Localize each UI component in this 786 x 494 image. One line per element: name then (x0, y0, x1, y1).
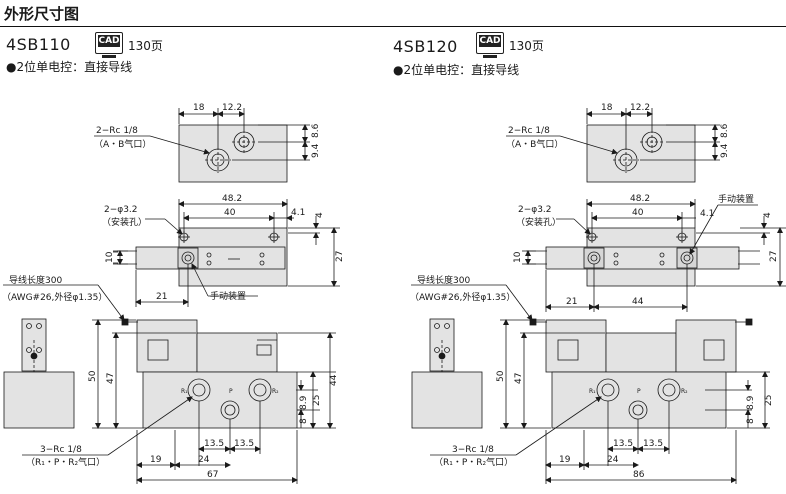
cad-icon[interactable]: CAD (476, 32, 504, 58)
port-label-r1pr2: 3−Rc 1/8 (452, 445, 494, 455)
dim-21: 21 (566, 297, 577, 307)
dim-19: 19 (559, 455, 571, 465)
dim-50: 50 (88, 370, 98, 382)
dim-13-5-left: 13.5 (613, 439, 633, 449)
dim-48-2: 48.2 (222, 194, 242, 204)
port-sub-r1pr2: （R₁・P・R₂气口） (434, 456, 513, 468)
page-title: 外形尺寸图 (4, 5, 80, 23)
port-marker-r2: R₂ (272, 388, 279, 395)
cad-icon-base (483, 55, 497, 58)
dim-4: 4 (315, 212, 325, 218)
port-marker-p: P (637, 388, 641, 395)
port-label-ab: 2−Rc 1/8 (508, 126, 550, 136)
port-marker-r1: R₁ (589, 388, 596, 395)
dim-12-2: 12.2 (630, 103, 650, 113)
dim-8-6: 8.6 (311, 123, 321, 138)
dim-total-width: 67 (207, 470, 218, 480)
dim-10: 10 (105, 251, 115, 263)
mount-hole-sub: （安装孔） (102, 216, 147, 228)
middle-view (113, 199, 340, 307)
port-sub-ab: （A・B气口） (94, 138, 151, 150)
dim-50: 50 (496, 370, 506, 382)
dim-19: 19 (150, 455, 162, 465)
mount-hole-sub: （安装孔） (516, 216, 561, 228)
variant-subtitle: ●2位单电控：直接导线 (6, 60, 133, 74)
dim-total-width: 86 (633, 470, 645, 480)
port-marker-r1: R₁ (181, 388, 188, 395)
dim-4-1: 4.1 (700, 209, 714, 219)
dim-8: 8 (746, 418, 756, 424)
side-view (411, 318, 483, 429)
side-view (3, 318, 75, 429)
port-sub-ab: （A・B气口） (506, 138, 563, 150)
dim-40: 40 (632, 208, 644, 218)
lead-length-label: 导线长度300 (9, 274, 62, 286)
panel-4sb120-drawing (411, 108, 786, 484)
dim-21: 21 (156, 292, 167, 302)
panel-4sb110-labels: 2−Rc 1/8 （A・B气口） 18 12.2 8.6 9.4 48.2 40… (2, 103, 345, 480)
model-name-4sb120: 4SB120 (393, 37, 458, 56)
dim-8-9: 8.9 (746, 395, 756, 410)
dim-13-5-left: 13.5 (204, 439, 224, 449)
dim-4-1: 4.1 (291, 208, 305, 218)
front-view (3, 284, 336, 484)
dim-8: 8 (299, 418, 309, 424)
lead-length-label: 导线长度300 (417, 274, 470, 286)
dim-24: 24 (607, 455, 619, 465)
dim-47: 47 (514, 373, 524, 384)
dim-47: 47 (106, 373, 116, 384)
port-marker-p: P (229, 388, 233, 395)
page-reference[interactable]: 130页 (509, 39, 544, 53)
panel-4sb110-drawing (3, 108, 340, 484)
panel-4sb120-labels: 2−Rc 1/8 （A・B气口） 18 12.2 8.6 9.4 48.2 40… (410, 103, 779, 480)
port-label-ab: 2−Rc 1/8 (96, 126, 138, 136)
port-label-r1pr2: 3−Rc 1/8 (40, 445, 82, 455)
dim-4: 4 (763, 212, 773, 218)
cad-icon-label: CAD (479, 35, 501, 47)
dim-40: 40 (224, 208, 236, 218)
mount-hole-label: 2−φ3.2 (104, 205, 138, 215)
dim-44: 44 (329, 374, 339, 386)
dim-44: 44 (632, 297, 644, 307)
cad-icon-base (102, 55, 116, 58)
dim-13-5-right: 13.5 (234, 439, 254, 449)
dim-12-2: 12.2 (222, 103, 242, 113)
dim-13-5-right: 13.5 (643, 439, 663, 449)
cad-icon-label: CAD (98, 35, 120, 47)
mount-hole-label: 2−φ3.2 (518, 205, 552, 215)
manual-operator-label: 手动装置 (718, 193, 754, 205)
dim-8-6: 8.6 (720, 123, 730, 138)
port-sub-r1pr2: （R₁・P・R₂气口） (26, 456, 105, 468)
dim-27: 27 (335, 251, 345, 262)
dim-25: 25 (312, 395, 322, 406)
top-view (506, 108, 720, 183)
top-view (94, 108, 310, 183)
dim-48-2: 48.2 (630, 194, 650, 204)
dim-9-4: 9.4 (311, 143, 321, 158)
variant-subtitle: ●2位单电控：直接导线 (393, 63, 520, 77)
middle-view (522, 199, 786, 312)
lead-spec-label: （AWG#26,外径φ1.35） (2, 291, 107, 303)
model-name-4sb110: 4SB110 (6, 35, 71, 54)
port-marker-r2: R₂ (681, 388, 688, 395)
dim-27: 27 (769, 251, 779, 262)
front-view (411, 284, 770, 484)
page-header: 外形尺寸图 (0, 0, 786, 27)
dim-18: 18 (193, 103, 205, 113)
page-reference[interactable]: 130页 (128, 39, 163, 53)
dim-25: 25 (764, 395, 774, 406)
dim-10: 10 (513, 251, 523, 263)
manual-operator-label: 手动装置 (210, 290, 246, 302)
dim-18: 18 (601, 103, 613, 113)
cad-icon[interactable]: CAD (95, 32, 123, 58)
lead-spec-label: （AWG#26,外径φ1.35） (410, 291, 515, 303)
dim-24: 24 (198, 455, 210, 465)
dim-9-4: 9.4 (720, 143, 730, 158)
dim-8-9: 8.9 (299, 395, 309, 410)
